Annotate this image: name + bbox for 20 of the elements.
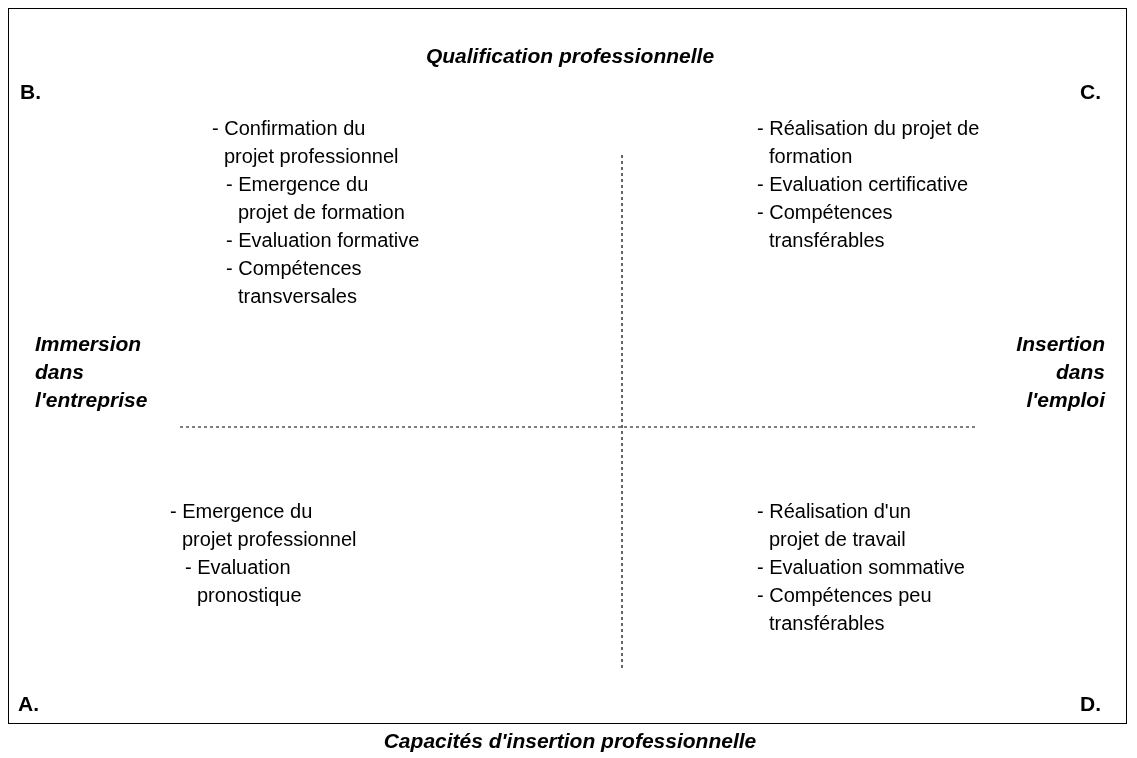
list-item: - Evaluation sommative: [757, 555, 966, 580]
list-item: - Compétences peu transférables: [757, 583, 933, 636]
quadrant-letter: A.: [18, 691, 40, 717]
list-item: - Confirmation du projet professionnel: [212, 116, 400, 169]
list-item: - Compétences transversales: [226, 256, 363, 309]
list-item: - Evaluation pronostique: [185, 555, 303, 608]
list-item: - Réalisation d'un projet de travail: [757, 499, 912, 552]
quadrant-letter: D.: [1080, 691, 1102, 717]
axis-title: Insertion dans l'emploi: [1015, 331, 1105, 413]
axis-title: Qualification professionnelle: [424, 43, 716, 69]
list-item: - Evaluation certificative: [757, 172, 970, 197]
list-item: - Emergence du projet professionnel: [170, 499, 358, 552]
axis-title: Capacités d'insertion professionnelle: [382, 728, 758, 754]
axis-title: Immersion dans l'entreprise: [35, 331, 149, 413]
list-item: - Emergence du projet de formation: [226, 172, 406, 225]
list-item: - Réalisation du projet de formation: [757, 116, 981, 169]
list-item: - Evaluation formative: [226, 228, 421, 253]
list-item: - Compétences transférables: [757, 200, 894, 253]
quadrant-letter: C.: [1080, 79, 1102, 105]
quadrant-letter: B.: [20, 79, 42, 105]
